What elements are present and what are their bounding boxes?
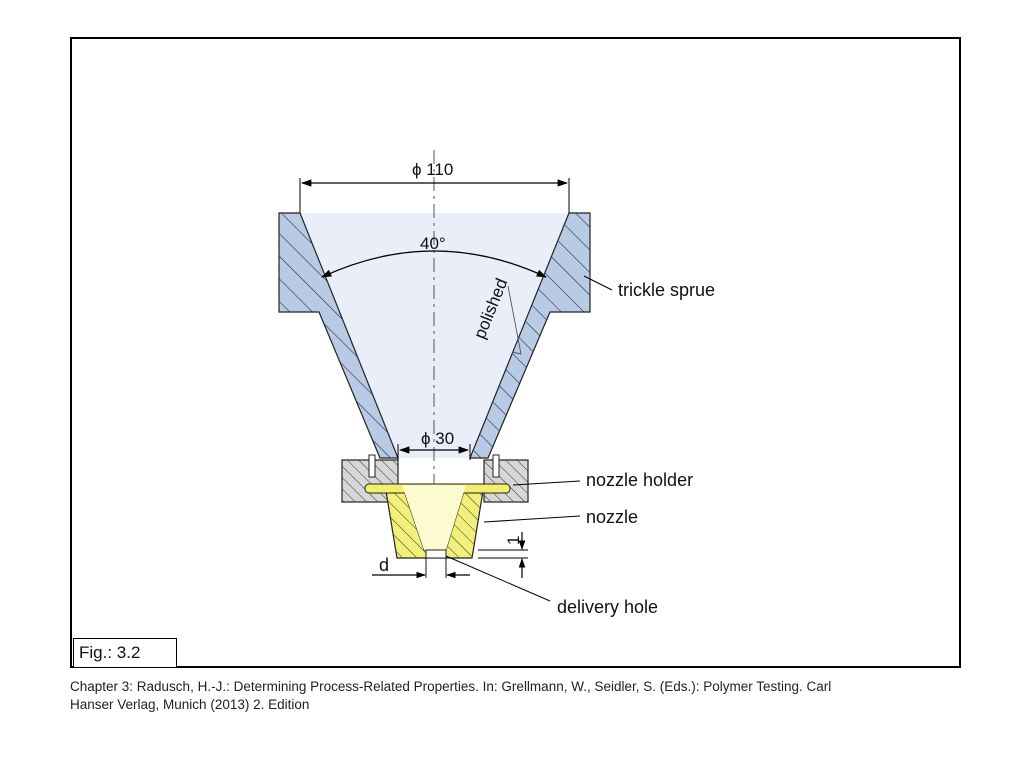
depth-label: 1 [504, 536, 523, 545]
polished-leader [507, 285, 522, 355]
caption-line-1: Chapter 3: Radusch, H.-J.: Determining P… [70, 679, 832, 694]
figure-label: Fig.: 3.2 [73, 638, 177, 668]
trickle-sprue-leader [583, 275, 613, 291]
trickle-sprue-label: trickle sprue [618, 280, 715, 300]
delivery-hole-label: delivery hole [557, 597, 658, 617]
diameter-bottom-label: ϕ 30 [421, 429, 454, 448]
screw-right [492, 454, 500, 478]
delivery-hole-leader [445, 555, 551, 602]
delivery-hole [425, 549, 447, 559]
figure-caption: Chapter 3: Radusch, H.-J.: Determining P… [70, 678, 970, 714]
caption-line-2: Hanser Verlag, Munich (2013) 2. Edition [70, 697, 310, 712]
nozzle-holder-label: nozzle holder [586, 470, 693, 490]
angle-label: 40° [420, 234, 446, 253]
angle-arc [321, 250, 547, 278]
hole-diameter-label: d [379, 555, 389, 575]
screw-left [368, 454, 376, 478]
diameter-top-label: ϕ 110 [412, 160, 453, 179]
nozzle-label: nozzle [586, 507, 638, 527]
nozzle-holder-leader [512, 480, 581, 486]
nozzle-leader [483, 515, 581, 523]
